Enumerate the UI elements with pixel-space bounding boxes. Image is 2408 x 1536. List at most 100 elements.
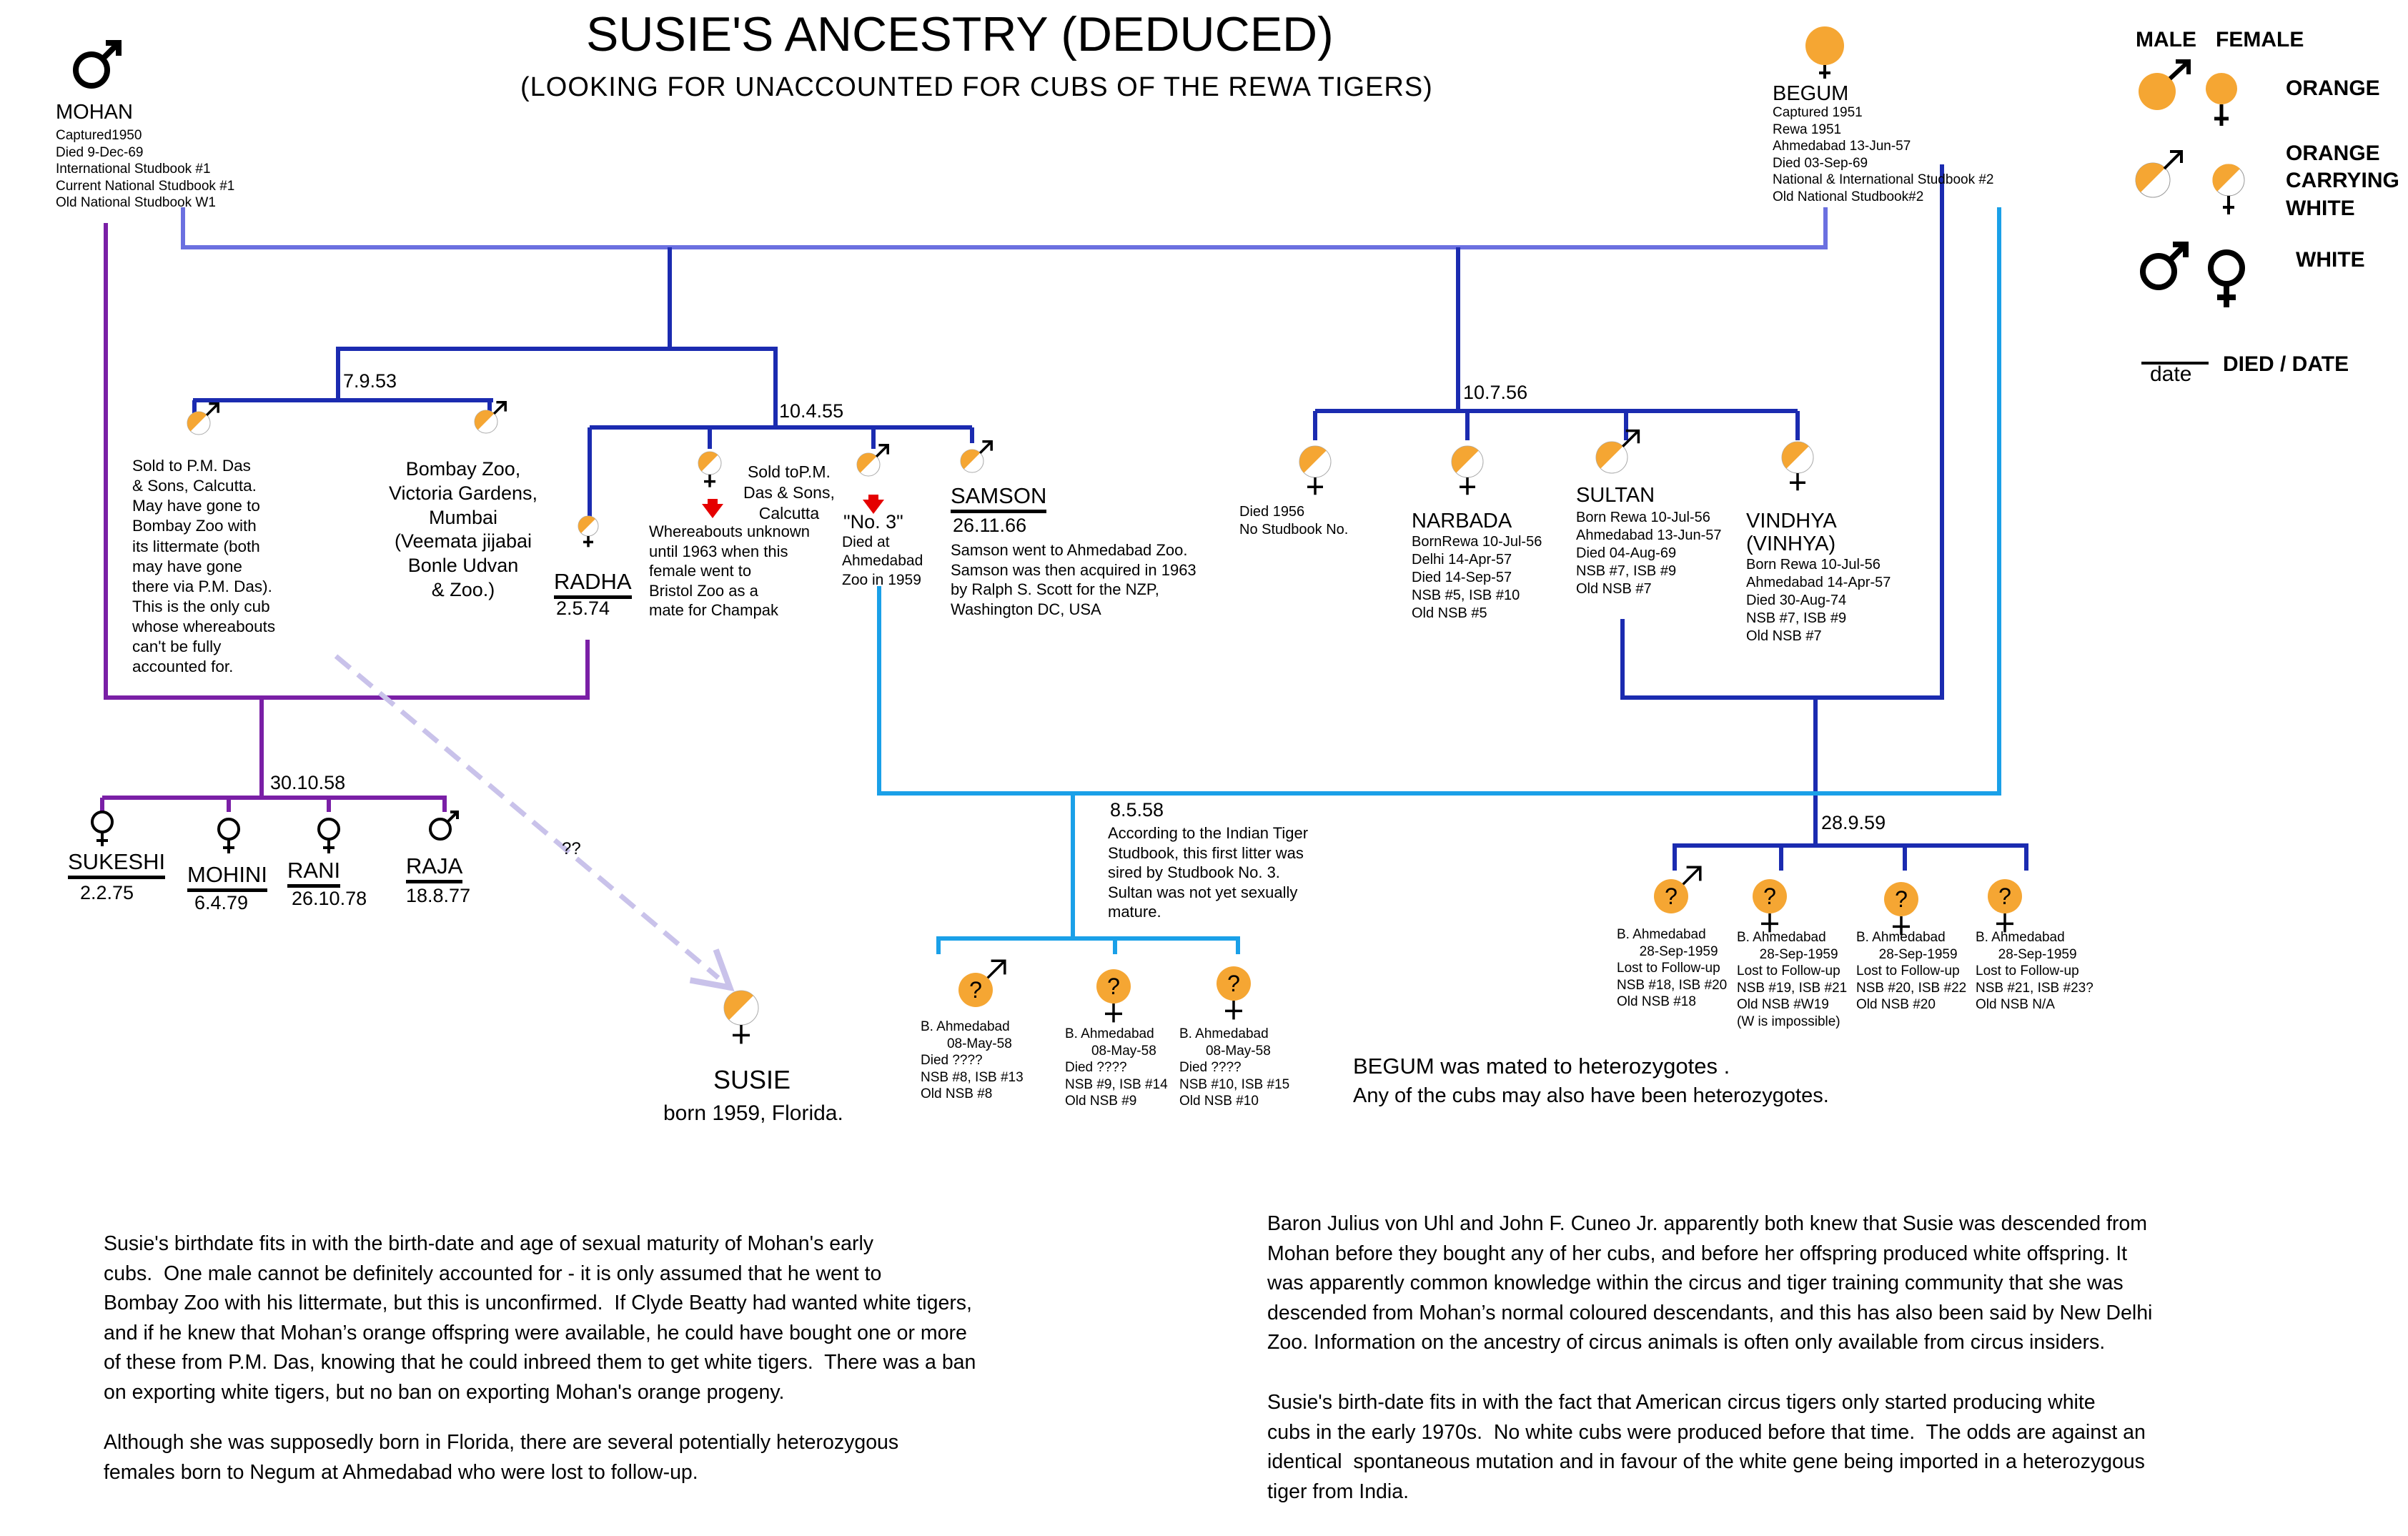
litter-1958-cub3: B. Ahmedabad 08-May-58 Died ???? NSB #10… xyxy=(1179,1026,1290,1109)
male-carrying-icon xyxy=(474,401,507,434)
litter2-female-note: Whereabouts unknown until 1963 when this… xyxy=(649,522,811,619)
male-carrying-icon xyxy=(1595,429,1640,474)
litter-1958-note: According to the Indian Tiger Studbook, … xyxy=(1108,824,1309,921)
sultan-begum-line xyxy=(1620,164,1944,700)
male-carrying-icon xyxy=(2135,150,2183,198)
female-unknown-icon: ? xyxy=(1096,969,1131,1023)
litter-date-28-9-59: 28.9.59 xyxy=(1821,812,1886,833)
litter2-sold-note: Sold toP.M. Das & Sons, Calcutta xyxy=(743,462,835,522)
susie-born: born 1959, Florida. xyxy=(663,1101,843,1125)
female-unknown-icon: ? xyxy=(1217,966,1251,1020)
litter3-f1-note: Died 1956 No Studbook No. xyxy=(1239,504,1349,537)
mohan-line xyxy=(104,223,590,700)
begum-note-line1: BEGUM was mated to heterozygotes . xyxy=(1353,1054,1730,1079)
narbada-note: BornRewa 10-Jul-56 Delhi 14-Apr-57 Died … xyxy=(1412,534,1542,621)
female-carrying-icon xyxy=(698,451,722,487)
female-carrying-icon xyxy=(723,990,759,1044)
female-symbol-icon xyxy=(91,811,114,846)
question-mark-icon: ? xyxy=(1107,973,1120,999)
female-carrying-icon xyxy=(578,515,599,547)
female-unknown-icon: ? xyxy=(1988,879,2022,933)
no3-name: "No. 3" xyxy=(843,511,903,532)
periwinkle-lines xyxy=(181,207,1828,249)
female-carrying-icon xyxy=(1299,445,1332,495)
left-paragraph-1: Susie's birthdate fits in with the birth… xyxy=(104,1232,976,1404)
male-carrying-icon xyxy=(187,402,219,435)
question-mark-icon: ? xyxy=(1227,971,1240,996)
samson-name: SAMSON xyxy=(951,483,1047,513)
radha-name: RADHA xyxy=(554,569,632,599)
red-down-arrow-icon xyxy=(702,499,723,518)
samson-note: Samson went to Ahmedabad Zoo. Samson was… xyxy=(951,541,1196,618)
legend-female-label: FEMALE xyxy=(2216,28,2304,51)
mohini-date: 6.4.79 xyxy=(194,892,249,913)
narbada-name: NARBADA xyxy=(1412,510,1512,532)
begum-details: Captured 1951 Rewa 1951 Ahmedabad 13-Jun… xyxy=(1773,105,1994,204)
litter-1958-cub1: B. Ahmedabad 08-May-58 Died ???? NSB #8,… xyxy=(921,1019,1024,1102)
purple-lines xyxy=(100,223,590,812)
unknown-link-marks: ?? xyxy=(562,839,581,858)
female-unknown-icon: ? xyxy=(1884,882,1918,936)
mohan-details: Captured1950 Died 9-Dec-69 International… xyxy=(56,128,235,211)
mohan-name: MOHAN xyxy=(56,101,133,124)
cyan-lines xyxy=(877,207,2001,954)
female-symbol-icon xyxy=(217,818,240,853)
male-unknown-icon: ? xyxy=(958,959,1006,1007)
litter-date-7-9-53: 7.9.53 xyxy=(343,370,397,392)
question-mark-icon: ? xyxy=(1895,886,1908,912)
litter-date-30-10-58: 30.10.58 xyxy=(270,772,346,793)
begum-note-line2: Any of the cubs may also have been heter… xyxy=(1353,1084,1829,1107)
susie-speculative-arrow xyxy=(334,654,735,991)
question-mark-icon: ? xyxy=(1763,883,1776,909)
litter-1959-cub4: B. Ahmedabad 28-Sep-1959 Lost to Follow-… xyxy=(1976,930,2094,1013)
male-orange-icon xyxy=(2139,59,2191,110)
male-symbol-icon xyxy=(73,40,122,89)
mohini-name: MOHINI xyxy=(187,862,267,892)
male-unknown-icon: ? xyxy=(1654,866,1702,913)
female-orange-icon xyxy=(2206,73,2237,126)
legend-white-label: WHITE xyxy=(2296,248,2365,272)
male-symbol-icon xyxy=(2140,242,2189,290)
mohan-begum-bar xyxy=(181,207,1828,249)
raja-date: 18.8.77 xyxy=(406,885,471,906)
no3-begum-line xyxy=(877,207,2001,796)
litter-1959-cub3: B. Ahmedabad 28-Sep-1959 Lost to Follow-… xyxy=(1856,930,1967,1013)
red-down-arrow-icon xyxy=(863,495,884,514)
rani-date: 26.10.78 xyxy=(292,888,367,909)
vindhya-note: Born Rewa 10-Jul-56 Ahmedabad 14-Apr-57 … xyxy=(1746,557,1891,644)
litter-1958-cub2: B. Ahmedabad 08-May-58 Died ???? NSB #9,… xyxy=(1065,1026,1168,1109)
female-carrying-icon xyxy=(2212,164,2245,214)
no3-note: Died at Ahmedabad Zoo in 1959 xyxy=(842,534,923,588)
question-mark-icon: ? xyxy=(1665,883,1678,909)
radha-died-date: 2.5.74 xyxy=(556,598,610,619)
legend-date-sample: date xyxy=(2150,362,2192,386)
litter-date-10-4-55: 10.4.55 xyxy=(779,400,844,422)
begum-female-orange-icon xyxy=(1805,26,1844,79)
begum-name: BEGUM xyxy=(1773,82,1849,105)
raja-name: RAJA xyxy=(406,853,463,883)
female-carrying-icon xyxy=(1451,445,1484,495)
right-paragraph-2: Susie's birth-date fits in with the fact… xyxy=(1267,1391,2146,1503)
sukeshi-date: 2.2.75 xyxy=(80,882,134,903)
female-carrying-icon xyxy=(1781,441,1814,491)
sukeshi-name: SUKESHI xyxy=(68,849,166,879)
litter-1959-cub2: B. Ahmedabad 28-Sep-1959 Lost to Follow-… xyxy=(1737,930,1848,1029)
question-mark-icon: ? xyxy=(969,977,982,1003)
rani-name: RANI xyxy=(287,858,341,888)
samson-died-date: 26.11.66 xyxy=(953,515,1027,536)
question-icons-layer: ??????? xyxy=(958,866,2022,1023)
legend-died-date: DIED / DATE xyxy=(2223,352,2349,376)
right-paragraph-1: Baron Julius von Uhl and John F. Cuneo J… xyxy=(1267,1212,2153,1354)
litter-1959-cub1: B. Ahmedabad 28-Sep-1959 Lost to Follow-… xyxy=(1617,927,1728,1010)
litter1-male2-note: Bombay Zoo, Victoria Gardens, Mumbai (Ve… xyxy=(388,458,538,600)
vindhya-name: VINDHYA (VINHYA) xyxy=(1746,510,1837,555)
page-title: SUSIE'S ANCESTRY (DEDUCED) xyxy=(586,7,1334,61)
male-carrying-icon xyxy=(960,440,993,473)
litter1-male1-note: Sold to P.M. Das & Sons, Calcutta. May h… xyxy=(132,457,276,676)
sultan-name: SULTAN xyxy=(1576,484,1655,507)
litter-date-10-7-56: 10.7.56 xyxy=(1463,382,1528,403)
left-paragraph-2: Although she was supposedly born in Flor… xyxy=(104,1431,899,1484)
legend-carrying-label: ORANGE CARRYING WHITE xyxy=(2286,142,2399,220)
female-symbol-icon xyxy=(2208,249,2245,307)
